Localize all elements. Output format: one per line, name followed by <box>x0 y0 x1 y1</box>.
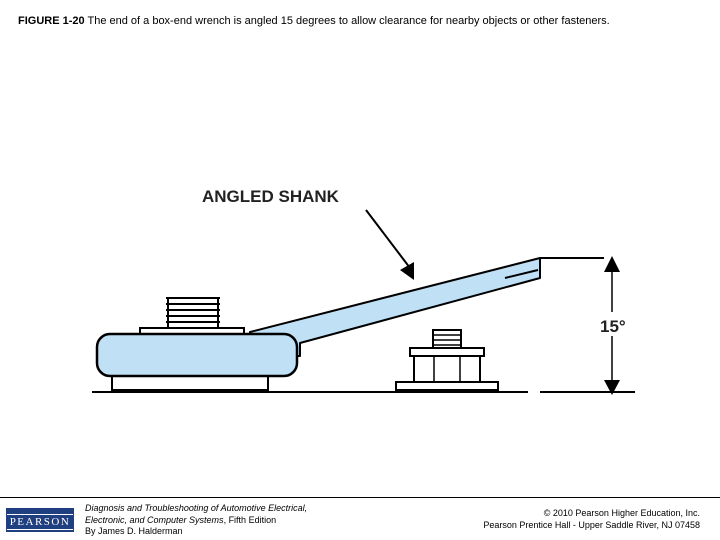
book-title-line1: Diagnosis and Troubleshooting of Automot… <box>85 503 308 513</box>
angle-label: 15° <box>600 317 626 336</box>
callout-arrow-line <box>365 209 411 269</box>
copyright-line2: Pearson Prentice Hall - Upper Saddle Riv… <box>483 520 700 530</box>
callout-label: ANGLED SHANK <box>202 187 340 206</box>
copyright-line1: © 2010 Pearson Higher Education, Inc. <box>543 508 700 518</box>
book-edition: , Fifth Edition <box>223 514 277 525</box>
pearson-logo: PEARSON <box>6 508 74 532</box>
wrench-diagram: ANGLED SHANK 15° <box>92 187 636 395</box>
copyright-block: © 2010 Pearson Higher Education, Inc. Pe… <box>380 507 700 531</box>
logo-text: PEARSON <box>6 513 74 530</box>
book-title-line2: Electronic, and Computer Systems <box>85 514 224 525</box>
figure-caption: FIGURE 1-20 The end of a box-end wrench … <box>18 14 708 28</box>
base-plate <box>111 375 269 391</box>
callout-arrowhead <box>400 262 414 280</box>
caption-text: The end of a box-end wrench is angled 15… <box>84 15 610 27</box>
angle-arrow-top <box>604 256 620 272</box>
figure-label: FIGURE 1-20 <box>18 15 85 27</box>
left-bolt-thread <box>166 297 220 331</box>
book-author: By James D. Halderman <box>85 526 183 536</box>
shank-slot <box>504 269 539 279</box>
right-bolt <box>395 329 499 391</box>
footer-divider <box>0 497 720 498</box>
book-citation: Diagnosis and Troubleshooting of Automot… <box>85 503 385 538</box>
wrench-box-end <box>95 332 299 378</box>
angle-arrow-bottom <box>604 380 620 395</box>
